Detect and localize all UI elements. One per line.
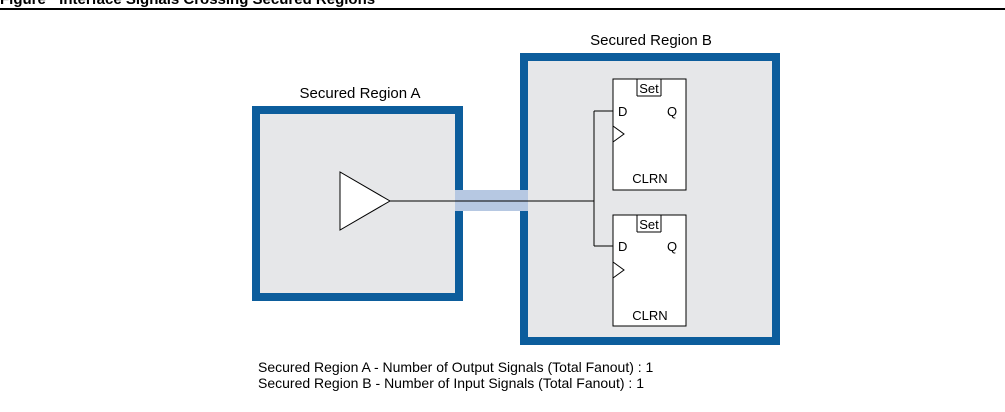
region-a-label: Secured Region A bbox=[300, 85, 421, 102]
ff2-q-label: Q bbox=[667, 239, 677, 254]
region-b-label: Secured Region B bbox=[590, 32, 712, 49]
ff2-d-label: D bbox=[618, 239, 627, 254]
caption-region-a: Secured Region A - Number of Output Sign… bbox=[258, 359, 654, 375]
clock-input-icon bbox=[612, 125, 625, 143]
ff1-q-label: Q bbox=[667, 104, 677, 119]
signal-net bbox=[390, 110, 613, 247]
flipflop-2: Set D Q CLRN bbox=[612, 214, 687, 327]
buffer-icon bbox=[339, 171, 391, 231]
clock-input-icon bbox=[612, 261, 625, 279]
figure-title: Figure · Interface Signals Crossing Secu… bbox=[0, 0, 375, 8]
ff2-set-label: Set bbox=[639, 217, 659, 232]
ff1-clrn-label: CLRN bbox=[632, 171, 667, 186]
flipflop-1: Set D Q CLRN bbox=[612, 78, 687, 191]
ff1-d-label: D bbox=[618, 104, 627, 119]
caption-region-b: Secured Region B - Number of Input Signa… bbox=[258, 375, 644, 391]
ff2-clrn-label: CLRN bbox=[632, 308, 667, 323]
title-rule bbox=[0, 8, 1005, 10]
ff1-set-label: Set bbox=[639, 81, 659, 96]
